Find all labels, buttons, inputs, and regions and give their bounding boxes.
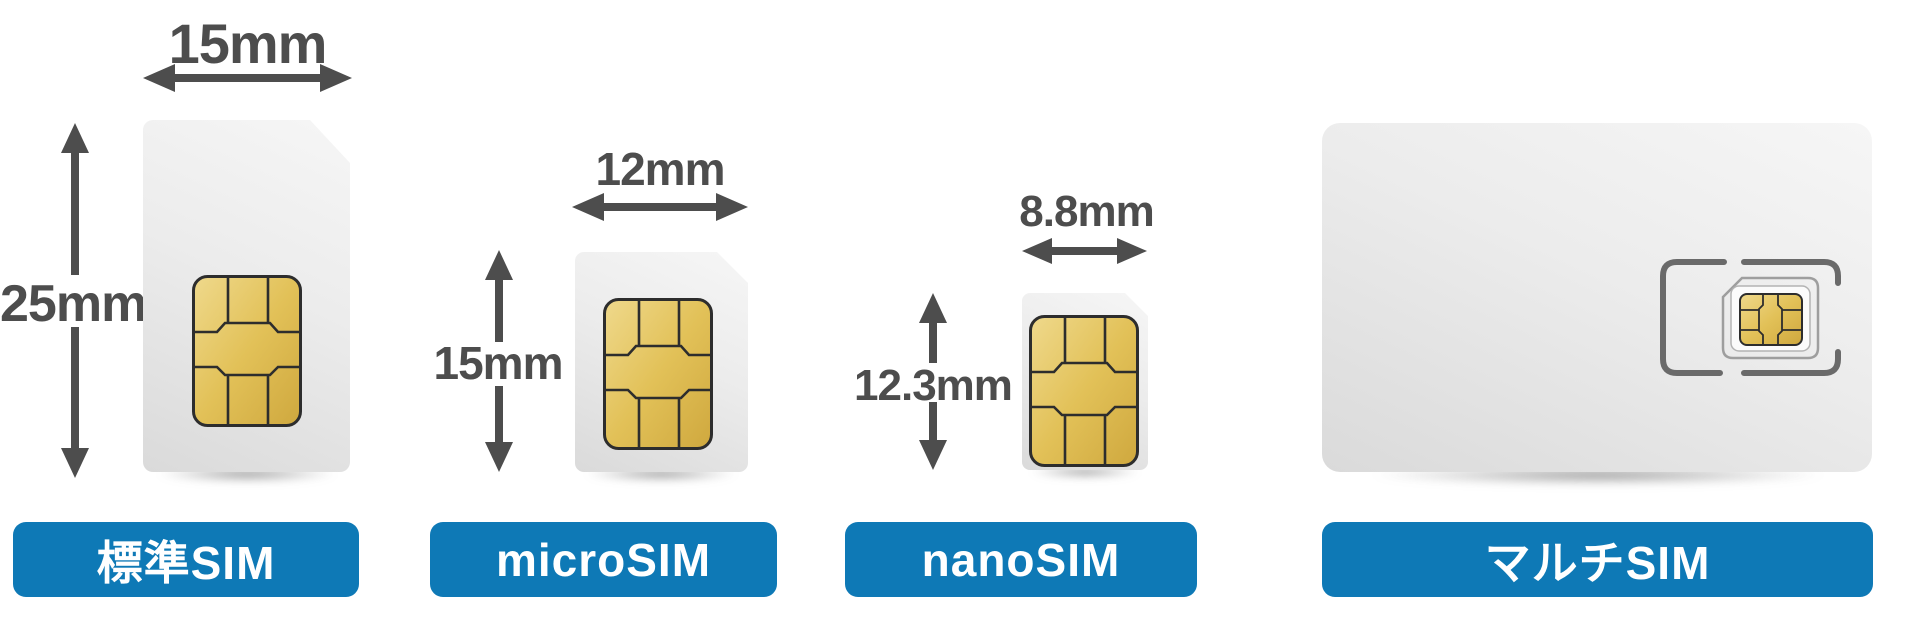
nano-sim-card [1022,293,1148,470]
micro-height-arrow-bottom-icon [485,386,513,472]
micro-sim-label-bar: microSIM [430,522,777,597]
standard-sim-label-bar: 標準SIM [13,522,359,597]
sim-chip-icon [1029,315,1139,467]
micro-punchout-bracket-icon [1660,259,1841,376]
standard-height-arrow-top-icon [61,123,89,275]
sim-chip-icon [192,275,302,427]
nano-height-arrow-bottom-icon [919,402,947,470]
corner-cut [717,252,748,283]
card-label: マルチSIM [1484,536,1711,589]
micro-width-arrow-icon [572,193,748,221]
micro-sim-card [575,252,748,472]
sim-chip-icon [603,298,713,450]
standard-width-dimension-label: 15mm [168,12,328,75]
standard-width-arrow-icon [143,64,352,92]
standard-height-dimension-label: 25mm [0,275,147,333]
multi-sim-label-bar: マルチSIM [1322,522,1873,597]
card-label: microSIM [495,533,712,586]
corner-cut [310,120,350,163]
nano-height-dimension-label: 12.3mm [854,361,1013,410]
standard-height-arrow-bottom-icon [61,327,89,478]
micro-height-dimension-label: 15mm [433,337,564,389]
standard-sim-card [143,120,350,472]
sim-chip-icon [1739,293,1803,346]
nano-height-arrow-top-icon [919,293,947,363]
nano-width-dimension-label: 8.8mm [1019,187,1154,236]
multi-sim-card [1322,123,1872,472]
nano-sim-label-bar: nanoSIM [845,522,1197,597]
corner-cut [1125,293,1148,316]
nano-punchout-outline-icon [1721,276,1820,360]
sim-punchout-outline-icon [1660,259,1841,376]
card-label: 標準SIM [96,536,276,589]
card-label: nanoSIM [921,533,1121,586]
micro-height-arrow-top-icon [485,250,513,342]
nano-width-arrow-icon [1022,238,1147,264]
micro-width-dimension-label: 12mm [595,143,726,195]
